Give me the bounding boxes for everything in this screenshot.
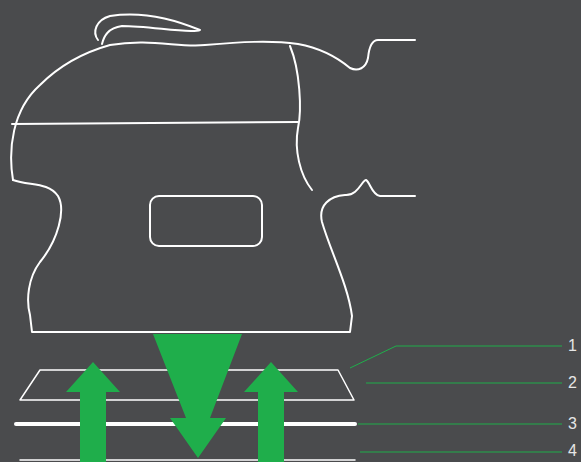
down-arrow <box>153 334 242 458</box>
sander-outline <box>11 15 415 460</box>
leader-line <box>350 346 562 368</box>
leader-line <box>358 424 562 425</box>
callout-number: 1 <box>567 337 578 355</box>
sander-housing-bottom <box>13 180 415 332</box>
up-arrow <box>66 362 120 462</box>
up-arrow <box>244 362 298 462</box>
callout-number: 4 <box>567 442 578 460</box>
airflow-arrows <box>66 334 298 462</box>
sander-window <box>150 196 262 246</box>
sander-seam <box>12 122 298 124</box>
leader-line <box>366 383 562 384</box>
sander-side-edge <box>290 46 312 190</box>
leader-lines <box>350 346 562 452</box>
sander-housing-top <box>11 40 415 180</box>
work-surface <box>20 459 355 461</box>
callout-number: 2 <box>567 374 578 392</box>
leader-line <box>360 452 562 453</box>
sander-handle <box>95 15 200 44</box>
callout-number: 3 <box>567 415 578 433</box>
